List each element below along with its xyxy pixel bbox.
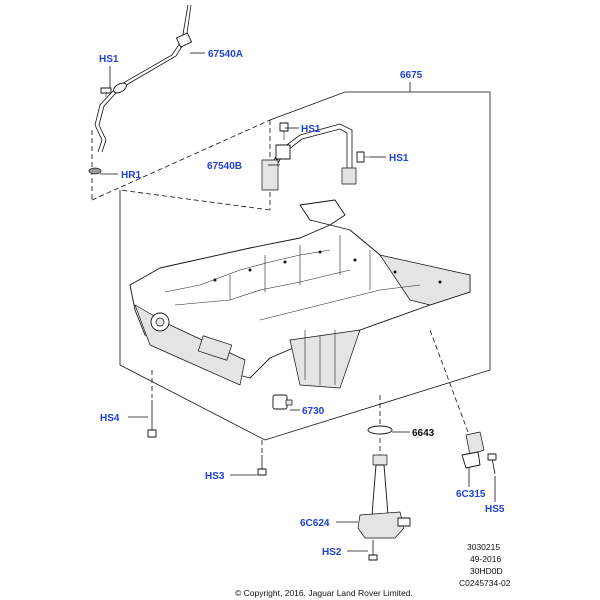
- leader-lines: [100, 52, 496, 552]
- callout-hs2: HS2: [322, 547, 342, 558]
- doc-code-4: C0245734-02: [459, 578, 511, 588]
- callout-67540b: 67540B: [207, 161, 242, 172]
- bolt-hs5[interactable]: [487, 453, 497, 475]
- callout-hs1-top: HS1: [99, 54, 119, 65]
- doc-code-2: 49-2016: [470, 554, 501, 564]
- copyright-text: © Copyright, 2016. Jaguar Land Rover Lim…: [235, 588, 413, 598]
- callout-hs1-right: HS1: [389, 153, 409, 164]
- callout-67540a: 67540A: [208, 49, 243, 60]
- gasket-6643[interactable]: [367, 425, 393, 435]
- oil-pan[interactable]: [129, 199, 471, 389]
- bolt-hs4[interactable]: [147, 400, 157, 438]
- callout-hr1: HR1: [121, 170, 141, 181]
- callout-6c624: 6C624: [300, 518, 330, 529]
- bolt-hs1-mid[interactable]: [279, 122, 289, 140]
- callout-6c315: 6C315: [456, 489, 486, 500]
- dipstick-tube-lower[interactable]: [261, 123, 357, 191]
- drain-plug-6730[interactable]: [272, 394, 293, 410]
- callout-6643: 6643: [412, 428, 435, 439]
- bolt-hs1-top[interactable]: [100, 87, 112, 97]
- callout-hs4: HS4: [100, 413, 120, 424]
- dipstick-tube-upper[interactable]: [88, 4, 193, 175]
- callout-hs1-mid: HS1: [301, 124, 321, 135]
- bolt-hs2[interactable]: [368, 540, 378, 561]
- sensor-6c315[interactable]: [461, 431, 485, 469]
- callout-6675: 6675: [400, 70, 423, 81]
- callout-6730: 6730: [302, 406, 325, 417]
- doc-code-1: 3030215: [467, 542, 500, 552]
- callout-hs5: HS5: [485, 504, 505, 515]
- bolt-hs3[interactable]: [257, 455, 267, 476]
- oil-level-sensor-6c624[interactable]: [357, 454, 411, 539]
- callout-hs3: HS3: [205, 471, 225, 482]
- doc-code-3: 30HD0D: [470, 566, 503, 576]
- bolt-hs1-right[interactable]: [356, 151, 370, 163]
